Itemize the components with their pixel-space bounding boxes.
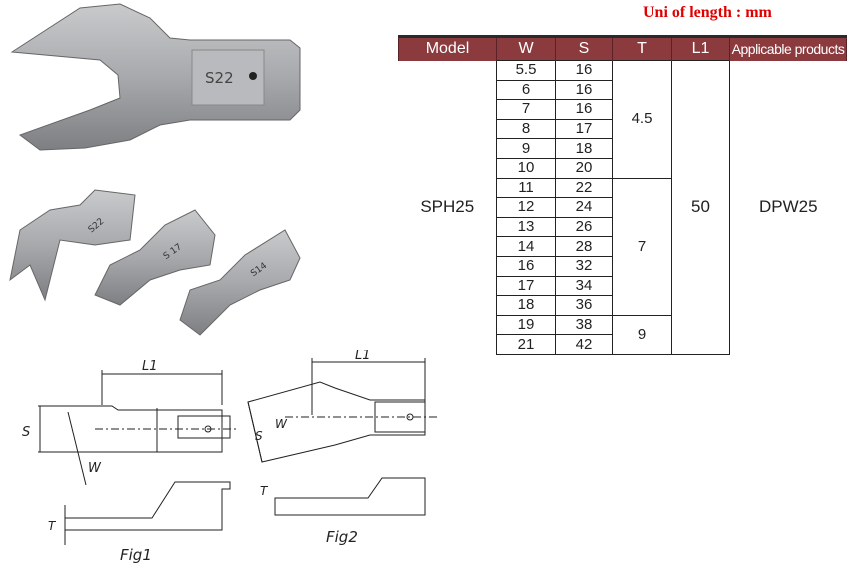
s-cell: 18 [555,138,613,159]
technical-drawings: L1 S W T Fig1 L1 S W T Fig2 [22,350,437,564]
svg-text:W: W [275,417,288,431]
header-model: Model [398,35,497,61]
svg-text:T: T [260,484,269,498]
header-applicable-products: Applicable products [729,35,847,61]
large-wrench-head-photo: S22 [10,3,301,151]
s-cell: 26 [555,216,613,238]
s-cell: 16 [555,60,613,81]
w-cell: 6 [496,79,556,101]
fig1-caption: Fig1 [120,546,152,564]
s-cell: 16 [555,79,613,101]
fig2-drawing: L1 S W T Fig2 [247,350,437,546]
w-cell: 18 [496,295,556,316]
s-cell: 20 [555,157,613,179]
svg-text:L1: L1 [142,359,158,374]
w-cell: 16 [496,255,556,277]
header-t: T [612,35,672,61]
small-wrench-photo: S22 [9,189,136,302]
s-cell: 42 [555,334,613,355]
large-wrench-label: S22 [205,69,234,87]
product-photos: S22 S22 S 17 S14 [9,3,301,336]
l1-cell: 50 [671,60,730,355]
s-cell: 28 [555,236,613,257]
w-cell: 10 [496,157,556,179]
fig2-caption: Fig2 [326,528,358,546]
t-cell: 4.5 [612,60,672,179]
w-cell: 7 [496,99,556,120]
w-cell: 21 [496,334,556,355]
s-cell: 16 [555,99,613,120]
s-cell: 17 [555,118,613,140]
s-cell: 32 [555,255,613,277]
s-cell: 36 [555,295,613,316]
t-cell: 9 [612,314,672,355]
w-cell: 11 [496,177,556,199]
small-wrench-photo: S 17 [94,209,216,306]
header-w: W [496,35,556,61]
w-cell: 17 [496,275,556,297]
unit-of-length-note: Uni of length : mm [643,4,772,21]
w-cell: 9 [496,138,556,159]
w-cell: 13 [496,216,556,238]
w-cell: 12 [496,197,556,218]
w-cell: 14 [496,236,556,257]
w-cell: 19 [496,314,556,336]
s-cell: 24 [555,197,613,218]
applicable-product-cell: DPW25 [729,60,847,355]
svg-text:S: S [22,425,30,440]
s-cell: 34 [555,275,613,297]
svg-text:L1: L1 [355,350,371,363]
s-cell: 38 [555,314,613,336]
header-s: S [555,35,613,61]
s-cell: 22 [555,177,613,199]
model-cell: SPH25 [420,197,475,217]
t-cell: 7 [612,177,672,316]
svg-text:W: W [88,461,102,476]
table-header-row: Model W S T L1 Applicable products [398,35,847,61]
svg-text:T: T [48,519,57,533]
header-l1: L1 [671,35,730,61]
w-cell: 8 [496,118,556,140]
w-cell: 5.5 [496,60,556,81]
fig1-drawing: L1 S W T Fig1 [22,359,238,564]
small-wrench-photo: S14 [179,229,301,336]
svg-text:S: S [255,429,263,443]
specification-table: Model W S T L1 Applicable products SPH25… [398,35,847,355]
